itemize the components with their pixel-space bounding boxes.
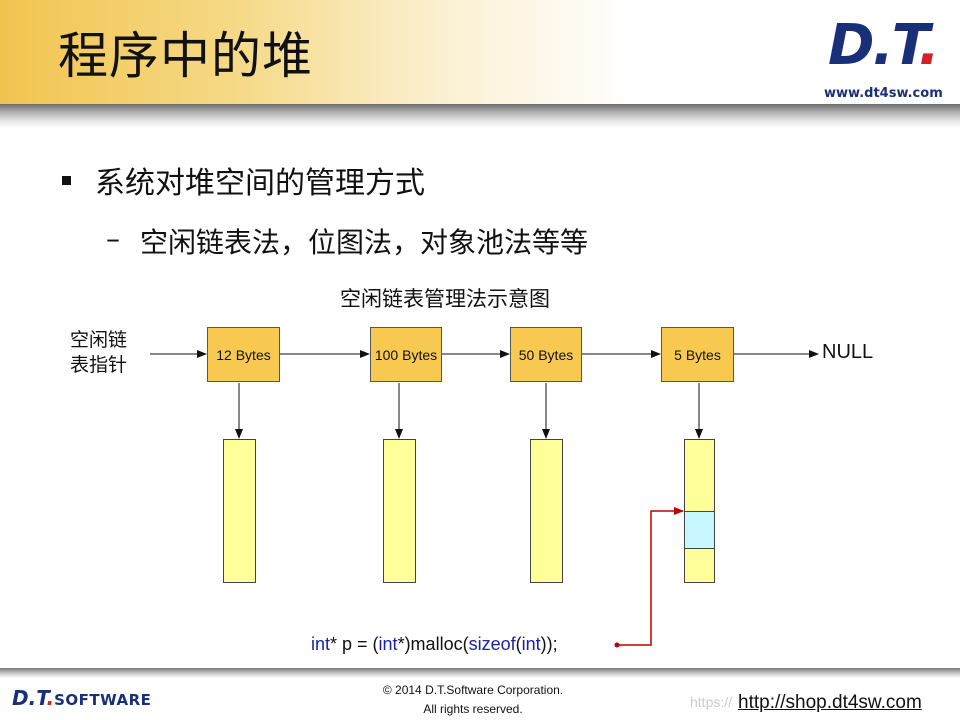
logo-url: www.dt4sw.com (824, 86, 943, 101)
header-shadow (0, 104, 960, 128)
watermark: https:// (690, 694, 733, 710)
memory-block-3 (530, 439, 563, 583)
copyright: © 2014 D.T.Software Corporation. All rig… (373, 681, 573, 719)
code-keyword-int: int (311, 634, 331, 654)
free-list-pointer-label: 空闲链 表指针 (70, 328, 150, 378)
malloc-code: int* p = (int*)malloc(sizeof(int)); (311, 634, 558, 655)
diagram-caption: 空闲链表管理法示意图 (340, 287, 550, 311)
bullet-text-2: 空闲链表法，位图法，对象池法等等 (140, 226, 589, 259)
code-part: ( (515, 634, 522, 654)
sub-bullet-dash: – (106, 222, 120, 255)
footer-logo-software: SOFTWARE (54, 691, 152, 709)
code-part: * p = ( (330, 634, 379, 654)
logo-dot: . (918, 13, 939, 78)
footer-logo-dt: D.T. (12, 686, 55, 710)
free-node-5-bytes: 5 Bytes (661, 327, 734, 382)
malloc-arrow (617, 507, 684, 646)
slide-title: 程序中的堆 (58, 27, 313, 85)
copyright-line-1: © 2014 D.T.Software Corporation. (382, 683, 564, 697)
bullet-square-icon (62, 176, 71, 185)
malloc-arrow-dot (614, 642, 620, 648)
shop-link[interactable]: http://shop.dt4sw.com (738, 692, 922, 713)
logo-dot: . (46, 686, 55, 710)
memory-block-2 (383, 439, 416, 583)
code-keyword-int: int (521, 634, 541, 654)
code-keyword-int: int (378, 634, 398, 654)
pointer-label-line-2: 表指针 (70, 354, 128, 376)
footer-divider (0, 668, 960, 678)
copyright-line-2: All rights reserved. (423, 702, 523, 716)
code-part: )); (540, 634, 558, 654)
code-part: *)malloc( (397, 634, 469, 654)
free-node-50-bytes: 50 Bytes (510, 327, 582, 382)
dt-logo: D.T. (828, 18, 940, 74)
memory-block-1 (223, 439, 256, 583)
dt-logo-letters: D.T. (828, 13, 940, 78)
footer-logo: D.T.SOFTWARE (12, 686, 151, 710)
pointer-label-line-1: 空闲链 (70, 329, 128, 351)
allocated-segment (684, 511, 715, 549)
free-node-100-bytes: 100 Bytes (370, 327, 442, 382)
bullet-text-1: 系统对堆空间的管理方式 (95, 166, 425, 201)
null-terminator: NULL (822, 341, 874, 363)
free-node-12-bytes: 12 Bytes (207, 327, 280, 382)
code-keyword-sizeof: sizeof (468, 634, 516, 654)
